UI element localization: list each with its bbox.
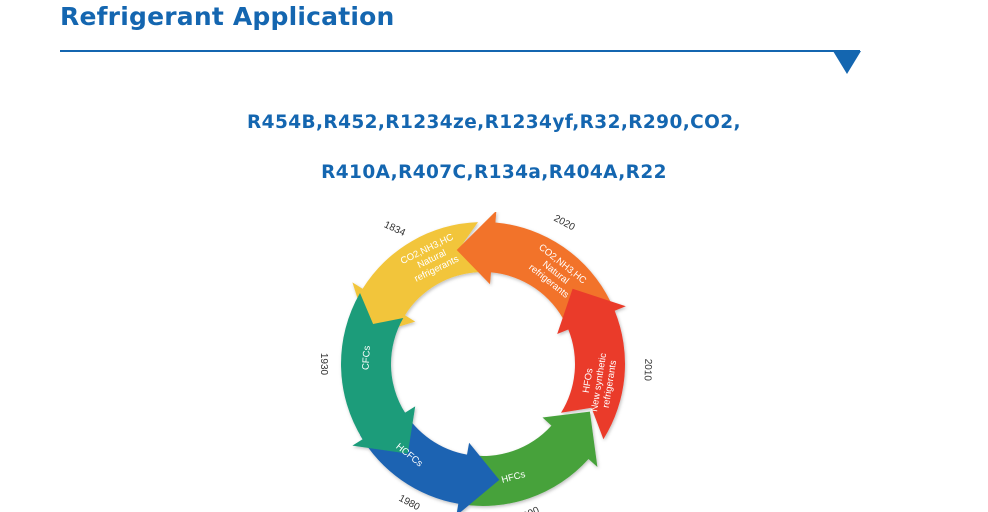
cycle-year-label: 1990	[516, 505, 541, 512]
triangle-down-icon	[833, 51, 861, 74]
cycle-year-label: 1980	[397, 493, 422, 512]
page-title: Refrigerant Application	[60, 2, 395, 31]
refrigerant-list-line-1: R454B,R452,R1234ze,R1234yf,R32,R290,CO2,	[247, 112, 741, 133]
cycle-year-label: 2020	[552, 213, 577, 233]
cycle-arrow-segment-1930	[341, 293, 416, 454]
refrigerant-list-line-2: R410A,R407C,R134a,R404A,R22	[321, 162, 667, 183]
cycle-year-label: 2010	[641, 358, 653, 381]
title-divider	[60, 50, 860, 52]
cycle-year-label: 1834	[382, 219, 407, 239]
cycle-year-label: 1930	[320, 353, 329, 376]
cycle-arrow-segment-1834	[352, 222, 480, 336]
cycle-arrow-segment-2010	[557, 288, 626, 440]
cycle-segment-label: CFCs	[361, 345, 373, 370]
